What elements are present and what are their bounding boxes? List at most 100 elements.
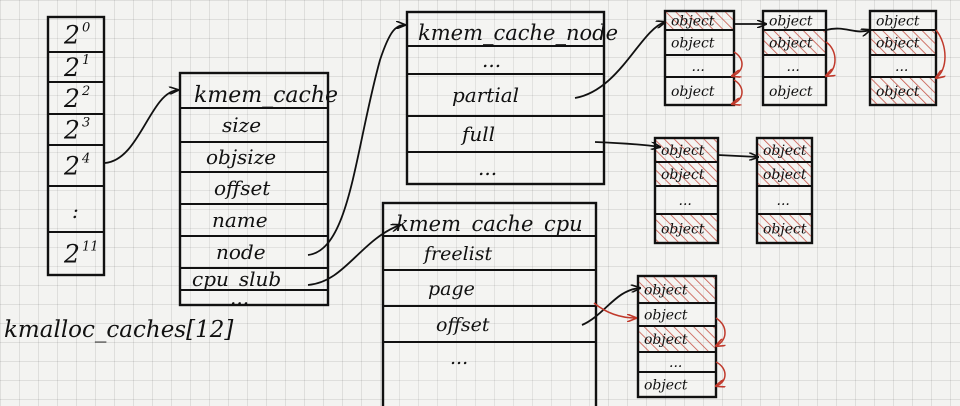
slab-ellipsis: ... [777, 193, 790, 209]
slab-ellipsis: ... [787, 59, 800, 75]
free-object-link-arrow [732, 51, 743, 76]
arrow-partial-to-slab [574, 22, 665, 99]
struct-field--label: ... [450, 347, 468, 369]
slab-page: object object... object [868, 9, 938, 107]
arrow-full-slab1-to-slab2 [717, 155, 758, 157]
struct-field-node-label: node [216, 240, 266, 264]
kmem-cache-node-title: kmem_cache_node [418, 21, 618, 45]
struct-field--label: ... [478, 156, 497, 180]
size-cell-text: 2 [63, 152, 80, 181]
arrow-node-to-kmem-cache-node [307, 25, 405, 256]
slab-ellipsis: ... [669, 355, 682, 371]
kmem-cache-box [178, 71, 330, 307]
arrow-cpu-slub-to-kmem-cache-cpu [307, 225, 400, 286]
freelist-red-arrow [593, 302, 636, 318]
slab-object-label: object [671, 36, 715, 52]
allocated-object-hatch [871, 78, 935, 104]
size-cell-text: 2 [63, 116, 80, 145]
arrow-slab2-to-slab3 [825, 27, 870, 32]
slab-page-box [761, 9, 828, 107]
arrow-page-to-slab [581, 288, 640, 326]
allocated-object-hatch [758, 163, 811, 185]
struct-field-offset-label: offset [436, 314, 490, 336]
struct-field-objsize-label: objsize [206, 145, 276, 169]
kmem-cache-struct: kmem_cache size objsize offset name node cpu_… [178, 71, 338, 310]
slab-ellipsis: ... [692, 59, 705, 75]
slab-page: object object... object [663, 9, 736, 107]
slab-object-label: object [876, 84, 920, 100]
allocated-object-hatch [758, 139, 811, 161]
arrow-full-to-slab [594, 141, 660, 147]
allocated-object-hatch [656, 139, 717, 161]
slab-ellipsis: ... [895, 59, 908, 75]
slab-object-label: object [661, 222, 705, 238]
free-object-link-arrow [716, 317, 725, 346]
slab-object-label: object [644, 378, 688, 394]
struct-field-full-label: full [460, 122, 495, 146]
size-cell-exponent: 4 [81, 152, 90, 167]
allocated-object-hatch [656, 215, 717, 242]
slab-object-label: object [661, 143, 705, 159]
slab-object-label: object [876, 14, 920, 30]
kmem-cache-cpu-struct: kmem_cache_cpu freelist page offset... [381, 201, 598, 406]
size-cell-exponent: 1 [82, 53, 90, 68]
slab-object-label: object [769, 14, 813, 30]
allocated-object-hatch [764, 31, 825, 54]
allocated-object-hatch [666, 12, 733, 29]
size-cell-exponent: 3 [82, 116, 90, 131]
slab-object-label: object [763, 167, 807, 183]
free-object-link-arrow [936, 29, 946, 78]
arrow-size-to-kmem-cache [104, 90, 178, 164]
slab-pages: objectobject...objectobjectobject...obje… [636, 9, 946, 399]
slab-object-label: object [769, 36, 813, 52]
struct-field-partial-label: partial [452, 83, 519, 107]
free-object-link-arrow [826, 41, 835, 76]
kmem-cache-cpu-title: kmem_cache_cpu [396, 212, 583, 236]
slab-object-label: object [644, 332, 688, 348]
allocated-object-hatch [758, 215, 811, 242]
slab-object-label: object [763, 143, 807, 159]
allocated-object-hatch [639, 277, 715, 302]
pointer-arrows [104, 22, 870, 326]
free-object-link-arrow [716, 361, 725, 386]
slab-object-label: object [644, 308, 688, 324]
slab-page: object object... object [653, 136, 720, 245]
slab-page: object object... object [755, 136, 814, 245]
allocated-object-hatch [871, 31, 935, 54]
slab-object-label: object [763, 222, 807, 238]
free-object-link-arrow [732, 79, 743, 104]
allocated-object-hatch [656, 163, 717, 185]
struct-field-name-label: name [212, 208, 268, 232]
slab-object-label: object [661, 167, 705, 183]
kmem-cache-title: kmem_cache [194, 83, 338, 108]
kmalloc-caches-caption: kmalloc_caches[12] [4, 317, 233, 343]
struct-field-offset-label: offset [214, 176, 271, 200]
struct-field-freelist-label: freelist [422, 243, 493, 265]
size-cell-exponent: 2 [81, 84, 90, 99]
slab-object-label: object [671, 14, 715, 30]
size-cell-text: : [72, 199, 79, 223]
slab-page: object object object... object [636, 274, 718, 399]
slab-object-label: object [671, 84, 715, 100]
size-cell-exponent: 0 [82, 21, 90, 36]
slab-page: object object... object [761, 9, 828, 107]
slab-object-label: object [644, 283, 688, 299]
size-cell-exponent: 11 [82, 240, 99, 255]
struct-field--label: ... [230, 286, 249, 310]
struct-field-page-label: page [428, 278, 475, 300]
kmem-cache-node-struct: kmem_cache_node ... partial full... [405, 10, 618, 186]
kmem-cache-node-box [405, 10, 606, 186]
size-cell-text: 2 [63, 240, 80, 269]
slab-object-label: object [876, 36, 920, 52]
slab-ellipsis: ... [679, 193, 692, 209]
struct-field--label: ... [482, 48, 501, 72]
size-cell-text: 2 [63, 53, 80, 82]
size-cell-text: 2 [63, 84, 80, 113]
allocated-object-hatch [639, 327, 715, 351]
size-cell-text: 2 [63, 21, 80, 50]
struct-field-size-label: size [222, 113, 261, 137]
slab-object-label: object [769, 84, 813, 100]
struct-field-cpu-slub-label: cpu_slub [192, 267, 281, 291]
